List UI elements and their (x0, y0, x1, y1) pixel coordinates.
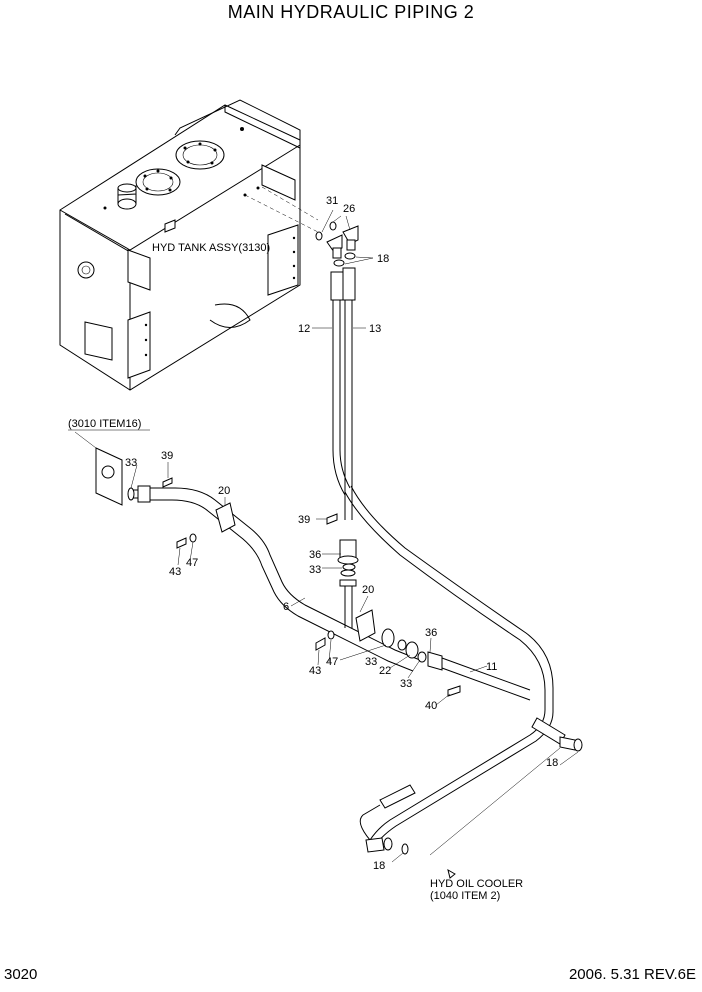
pipe-11 (381, 628, 531, 701)
callout-26: 26 (343, 203, 355, 215)
callout-39: 39 (161, 450, 173, 462)
clamp-20-left (215, 502, 236, 533)
callout-22: 22 (379, 665, 391, 677)
callout-18: 18 (546, 757, 558, 769)
callout-18: 18 (373, 860, 385, 872)
callout-33: 33 (125, 457, 137, 469)
callout-20: 20 (362, 584, 374, 596)
callout-13: 13 (369, 323, 381, 335)
callout-47: 47 (186, 557, 198, 569)
callout-12: 12 (298, 323, 310, 335)
callout-18: 18 (377, 253, 389, 265)
bolt-39-upper (162, 477, 173, 488)
callout-47: 47 (326, 656, 338, 668)
callout-6: 6 (283, 601, 289, 613)
bolt-40 (447, 685, 461, 697)
callout-33: 33 (309, 564, 321, 576)
callout-43: 43 (309, 665, 321, 677)
hose-12 (330, 271, 351, 496)
hydraulic-tank (59, 99, 301, 391)
tank-label: HYD TANK ASSY(3130) (152, 242, 270, 254)
callout-33: 33 (400, 678, 412, 690)
callout-31: 31 (326, 195, 338, 207)
callout-36: 36 (425, 627, 437, 639)
hose-13 (342, 267, 356, 520)
cooler-label-2: (1040 ITEM 2) (430, 890, 500, 902)
washer-47-lower (327, 630, 335, 640)
arrow-to-oil-cooler (447, 868, 456, 879)
clamp-20-right (355, 609, 376, 642)
callout-40: 40 (425, 700, 437, 712)
bolt-39-lower (326, 513, 338, 525)
revision-date: 2006. 5.31 REV.6E (568, 966, 696, 983)
bolt-43-lower (315, 637, 326, 651)
callout-11: 11 (486, 661, 497, 673)
page-title: MAIN HYDRAULIC PIPING 2 (227, 2, 475, 22)
bolt-43-upper (176, 537, 187, 549)
callout-43: 43 (169, 566, 181, 578)
callout-33: 33 (365, 656, 377, 668)
callout-39: 39 (298, 514, 310, 526)
hose-to-cooler (344, 485, 583, 855)
flange-36-upper (337, 539, 359, 628)
washer-47-upper (189, 533, 197, 543)
block-3010 (68, 429, 150, 506)
page-number: 3020 (4, 966, 38, 983)
pipe-6 (129, 485, 421, 672)
elbow-fittings-top (315, 221, 359, 267)
leader-lines (130, 209, 579, 863)
callout-36: 36 (309, 549, 321, 561)
oring-33 (342, 563, 356, 571)
callout-20: 20 (218, 485, 230, 497)
ref-3010-label: (3010 ITEM16) (68, 418, 141, 430)
cooler-label-1: HYD OIL COOLER (430, 878, 523, 890)
